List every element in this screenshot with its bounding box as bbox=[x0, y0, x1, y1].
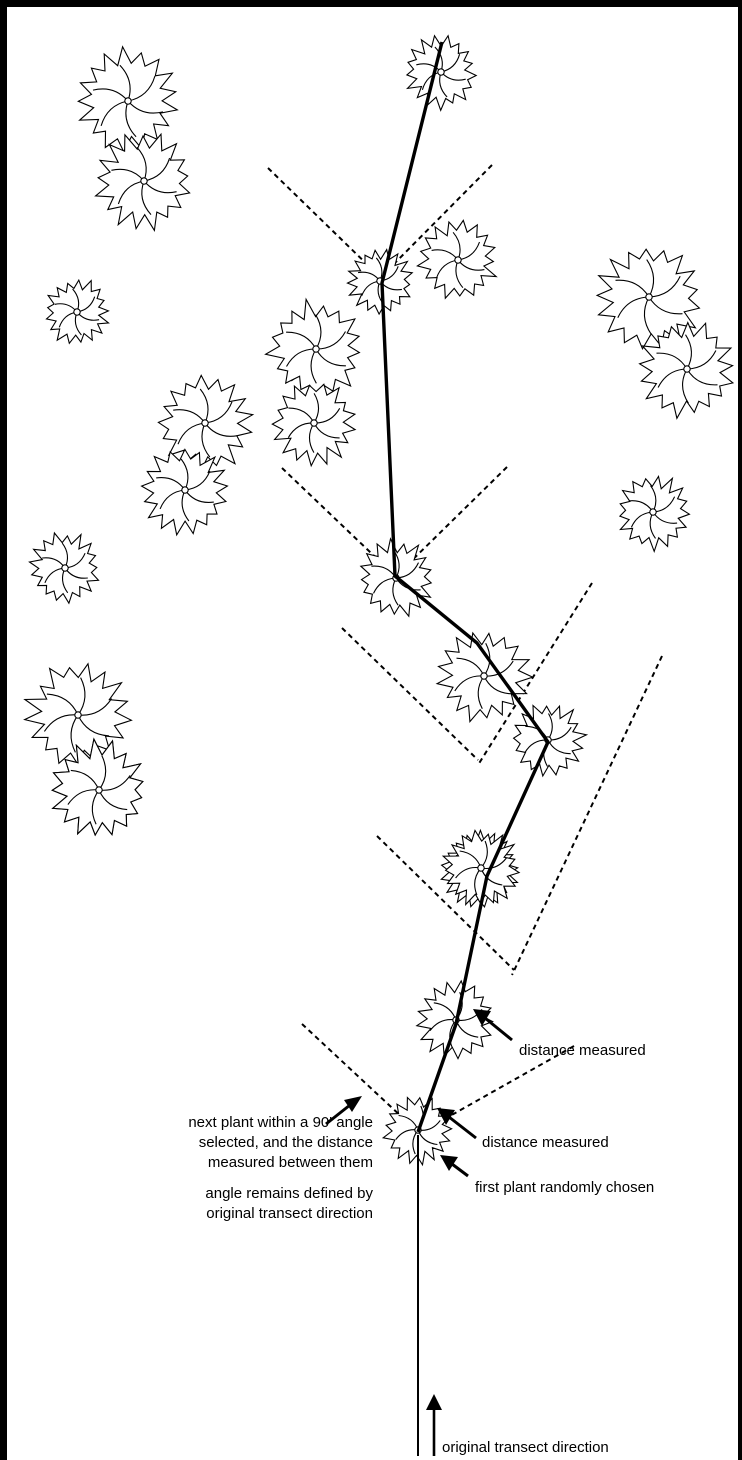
plant-icon bbox=[23, 662, 133, 766]
transect-direction-label: original transect direction bbox=[442, 1439, 609, 1456]
plant-icon bbox=[441, 829, 521, 906]
plant-icon bbox=[415, 979, 494, 1060]
plant-icon bbox=[405, 34, 478, 112]
plant-icon bbox=[94, 132, 191, 233]
angle-guide-line bbox=[341, 627, 479, 761]
distance-label-lower: distance measured bbox=[482, 1134, 609, 1151]
next-plant-label-line-1: next plant within a 90' angle bbox=[188, 1114, 373, 1131]
first-plant-arrow bbox=[440, 1155, 469, 1178]
plant-icon bbox=[271, 383, 357, 468]
plant-icon bbox=[264, 297, 361, 397]
plant-icon bbox=[638, 321, 735, 420]
next-plant-label-line-2: selected, and the distance bbox=[199, 1134, 373, 1151]
angle-guide-line bbox=[417, 1045, 575, 1135]
transect-direction-arrow bbox=[426, 1394, 442, 1456]
angle-note-line-1: angle remains defined by bbox=[205, 1185, 373, 1202]
plant-icon bbox=[618, 474, 691, 554]
plant-icon bbox=[77, 45, 179, 153]
plant-icon bbox=[435, 631, 535, 723]
plant-icon bbox=[51, 737, 144, 837]
next-plant-label-line-3: measured between them bbox=[208, 1154, 373, 1171]
plant-icon bbox=[28, 531, 100, 605]
angle-guide-line bbox=[511, 655, 663, 976]
distance-arrow-upper bbox=[473, 1009, 513, 1042]
plant-icon bbox=[140, 448, 229, 537]
first-plant-label: first plant randomly chosen bbox=[475, 1179, 654, 1196]
angle-guide-line bbox=[376, 835, 515, 971]
plants-layer bbox=[23, 34, 735, 1167]
plant-icon bbox=[45, 278, 110, 345]
distance-label-upper: distance measured bbox=[519, 1042, 646, 1059]
annotation-arrows bbox=[325, 1009, 513, 1456]
plant-icon bbox=[157, 374, 255, 476]
transect-path bbox=[380, 41, 550, 1133]
angle-guide-line bbox=[267, 167, 379, 276]
distance-arrow-lower bbox=[437, 1108, 477, 1140]
plant-icon bbox=[595, 248, 701, 351]
plant-icon bbox=[346, 248, 414, 316]
plant-icon bbox=[416, 219, 498, 300]
plant-icon bbox=[512, 704, 589, 778]
next-plant-arrow bbox=[325, 1096, 362, 1126]
angle-note-line-2: original transect direction bbox=[206, 1205, 373, 1222]
angle-guide-line bbox=[381, 164, 493, 277]
